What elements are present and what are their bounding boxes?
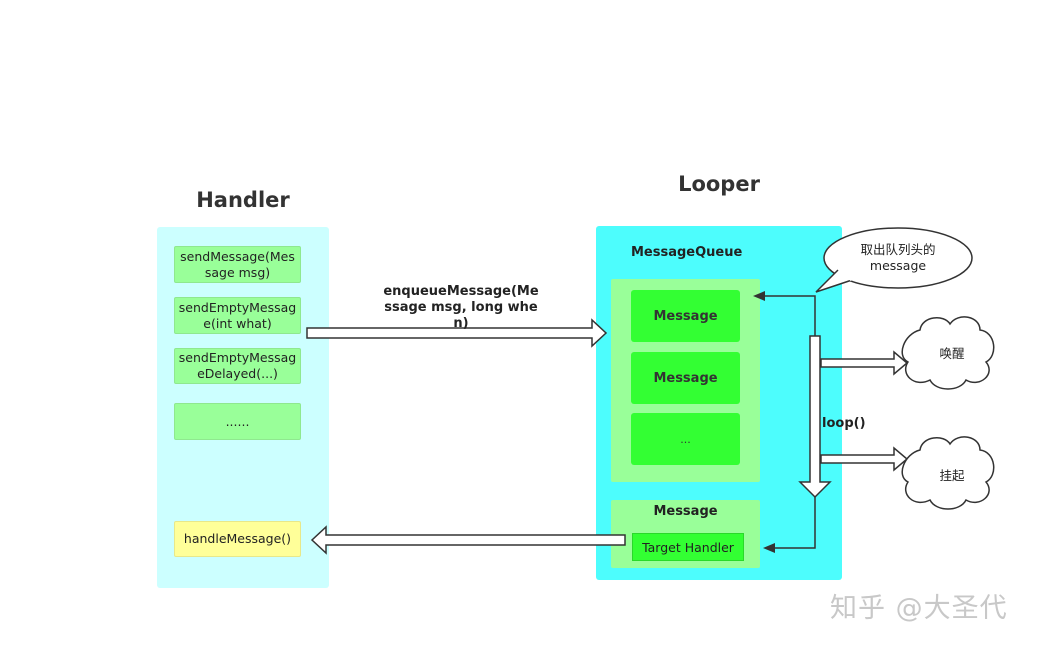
loop-down-arrow <box>798 335 832 499</box>
handler-title: Handler <box>196 188 290 212</box>
target-handler-box: Target Handler <box>632 533 744 561</box>
dispatched-message-label: Message <box>653 504 718 519</box>
queue-message-1: Message <box>631 290 740 342</box>
send-message-box: sendMessage(Message msg) <box>174 246 301 283</box>
suspend-cloud <box>901 436 995 510</box>
more-methods-box: ...... <box>174 403 301 440</box>
suspend-arrow <box>820 446 909 472</box>
send-empty-message-box: sendEmptyMessage(int what) <box>174 297 301 334</box>
loop-label: loop() <box>822 416 866 431</box>
take-head-text: 取出队列头的message <box>860 242 936 273</box>
queue-message-more: ... <box>631 413 740 465</box>
suspend-text: 挂起 <box>939 468 965 483</box>
handle-message-box: handleMessage() <box>174 521 301 557</box>
send-empty-message-delayed-box: sendEmptyMessageDelayed(...) <box>174 348 301 384</box>
enqueue-label: enqueueMessage(Message msg, long when) <box>383 284 539 331</box>
looper-title: Looper <box>678 172 760 196</box>
wake-text: 唤醒 <box>939 346 965 361</box>
dispatch-arrow <box>310 525 626 555</box>
queue-head-arrowhead <box>753 291 765 301</box>
queue-head-line <box>764 295 816 336</box>
enqueue-arrow <box>306 318 608 348</box>
wake-cloud <box>901 316 995 390</box>
watermark: 知乎 @大圣代 <box>830 593 1008 624</box>
queue-message-2: Message <box>631 352 740 404</box>
take-head-bubble <box>815 227 973 293</box>
message-queue-label: MessageQueue <box>631 245 743 260</box>
target-handler-line <box>775 497 816 549</box>
target-handler-arrowhead <box>763 543 775 553</box>
wake-arrow <box>820 350 909 376</box>
